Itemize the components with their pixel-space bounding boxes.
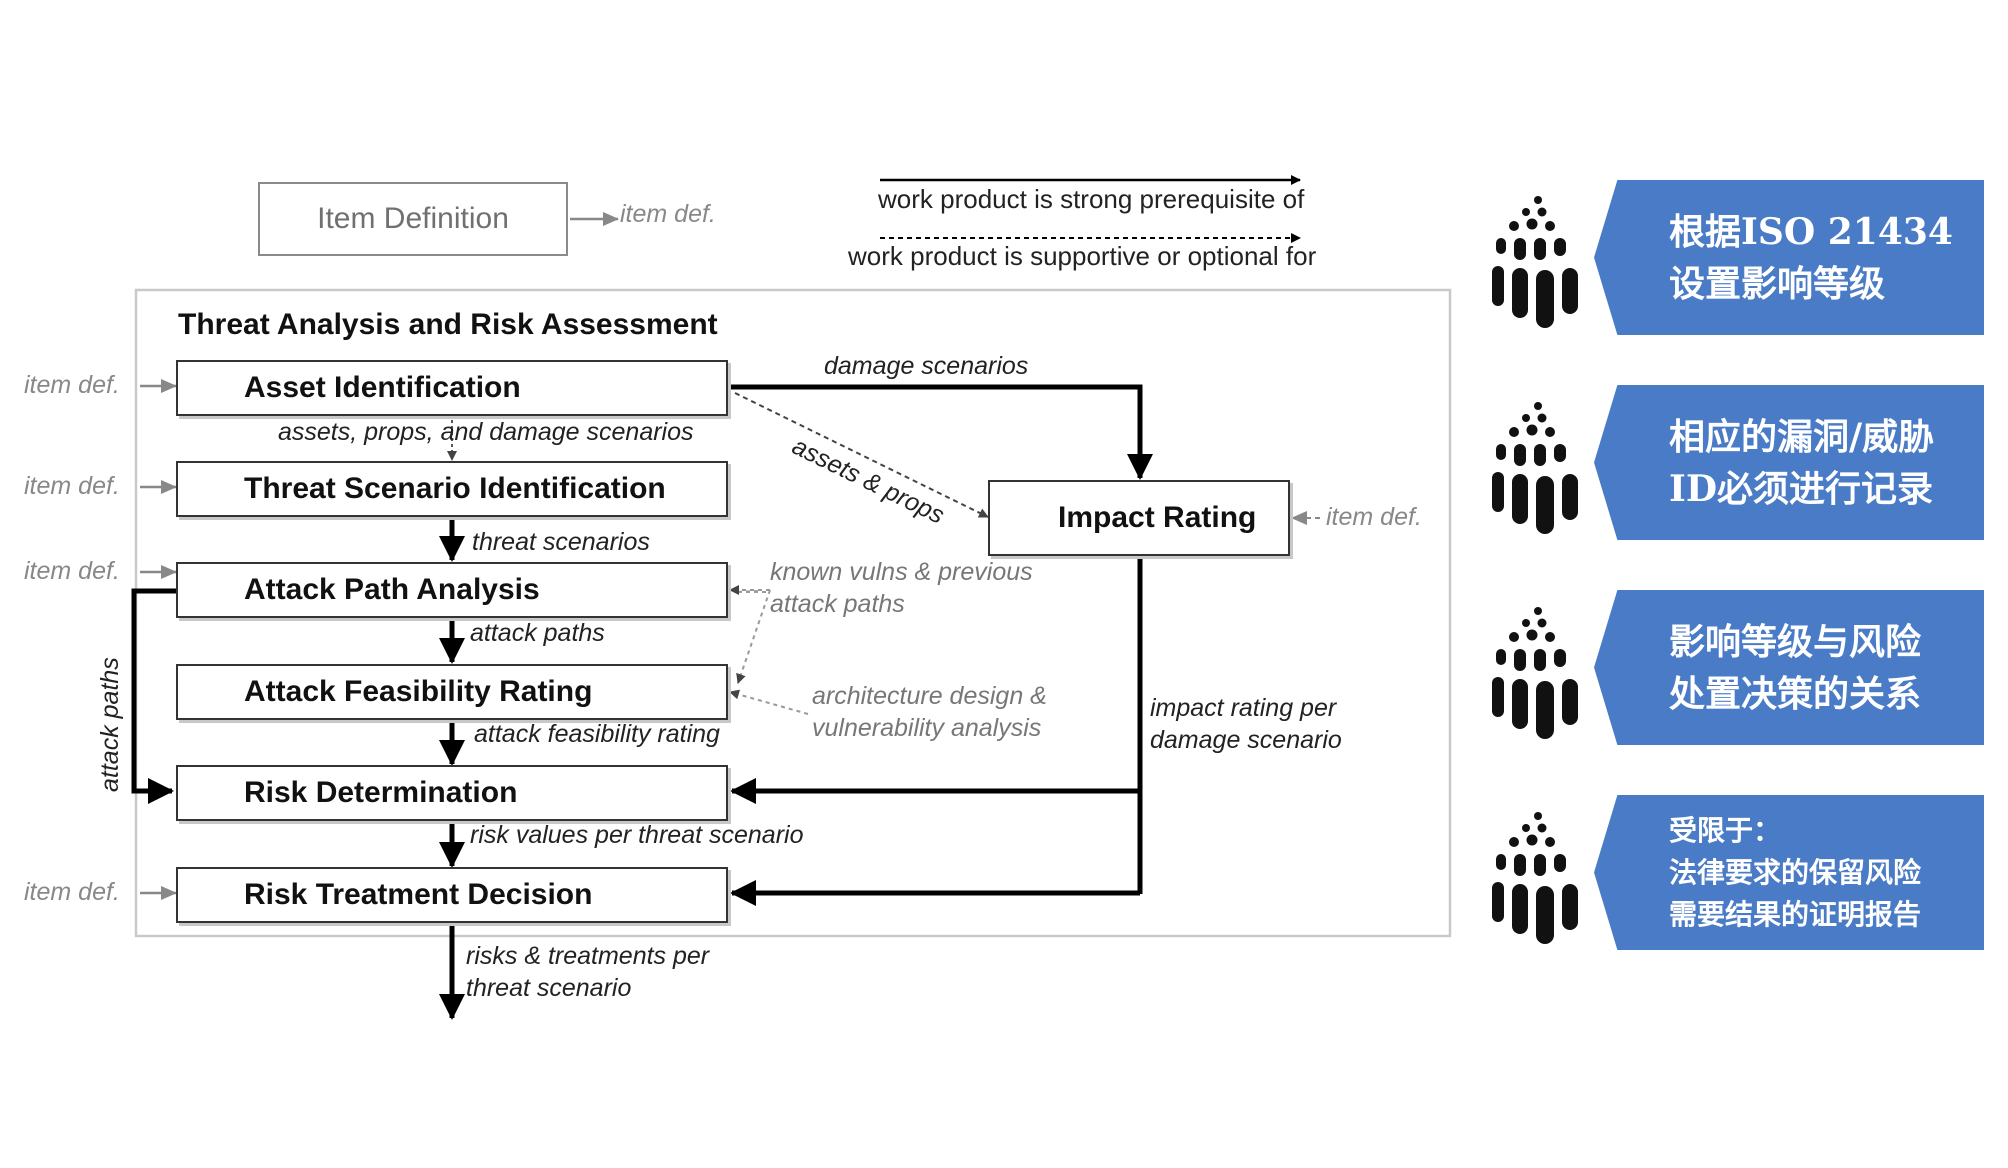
pillar-cluster-icon [1492,402,1578,534]
attack-path-analysis-box: Attack Path Analysis [176,562,728,618]
flow-damage-scenarios [727,384,1153,480]
label-damage-scenarios: damage scenarios [824,352,1029,380]
label-attack-feasibility-rating: attack feasibility rating [474,720,720,748]
note-panel-line: 受限于： [1669,813,1782,847]
item-def-output-label: item def. [620,200,716,228]
attack-feasibility-rating-box: Attack Feasibility Rating [176,664,728,720]
label-risks-treatments: risks & treatments per threat scenario [466,942,710,1002]
input-label-asset: item def. [24,371,120,399]
label-attack-paths: attack paths [470,619,605,647]
flow-known-vulns [735,590,766,593]
asset-identification-box: Asset Identification [176,360,728,416]
label-architecture: architecture design & vulnerability anal… [812,682,1047,742]
tara-title: Threat Analysis and Risk Assessment [178,308,718,341]
label-side-attack-paths: attack paths [96,657,124,792]
note-panel-line: 需要结果的证明报告 [1669,897,1922,931]
pillar-cluster-icon [1492,196,1578,328]
risk-determination-box: Risk Determination [176,765,728,821]
label-threat-scenarios: threat scenarios [472,528,650,556]
input-label-impact: item def. [1326,503,1422,531]
attack-path-analysis-label: Attack Path Analysis [244,573,540,606]
note-panel-line: 设置影响等级 [1669,262,1886,305]
impact-rating-label: Impact Rating [1058,501,1257,534]
flow-known-vulns-diag [736,589,771,684]
note-panel-line: 影响等级与风险 [1669,620,1922,663]
label-known-vulns: known vulns & previous attack paths [770,558,1033,618]
note-panel-line: 法律要求的保留风险 [1669,855,1922,889]
pillar-cluster-icon [1492,812,1578,944]
threat-scenario-identification-box: Threat Scenario Identification [176,461,728,517]
pillar-cluster-icon [1492,607,1578,739]
note-panel-line: ID必须进行记录 [1669,467,1934,510]
label-assets-props-damage: assets, props, and damage scenarios [278,418,694,446]
item-definition-label: Item Definition [317,202,509,235]
label-risk-values: risk values per threat scenario [470,821,804,849]
flow-assets-props [734,392,989,518]
asset-identification-label: Asset Identification [244,371,521,404]
note-panel-risk-relation: 影响等级与风险 处置决策的关系 [1594,590,1984,745]
input-label-attack: item def. [24,557,120,585]
impact-rating-box: Impact Rating [988,480,1290,556]
legend-strong-text: work product is strong prerequisite of [878,184,1305,214]
flow-architecture [729,689,809,715]
label-impact-rating-per: impact rating per damage scenario [1150,694,1342,754]
note-panel-impact-level: 根据ISO 21434 设置影响等级 [1594,180,1984,335]
risk-determination-label: Risk Determination [244,776,518,809]
input-label-treatment: item def. [24,878,120,906]
note-panel-limits: 受限于： 法律要求的保留风险 需要结果的证明报告 [1594,795,1984,950]
attack-feasibility-rating-label: Attack Feasibility Rating [244,675,593,708]
flow-side-attack-paths [131,588,176,804]
note-panel-line: 相应的漏洞/威胁 [1669,415,1935,458]
risk-treatment-decision-label: Risk Treatment Decision [244,878,593,911]
threat-scenario-identification-label: Threat Scenario Identification [244,472,666,505]
note-panel-line: 处置决策的关系 [1669,672,1922,715]
note-panel-line: 根据ISO 21434 [1669,210,1953,253]
note-panel-vuln-id: 相应的漏洞/威胁 ID必须进行记录 [1594,385,1984,540]
legend-supportive-text: work product is supportive or optional f… [848,241,1317,271]
input-label-threat: item def. [24,472,120,500]
item-definition-box: Item Definition [258,182,568,256]
risk-treatment-decision-box: Risk Treatment Decision [176,867,728,923]
